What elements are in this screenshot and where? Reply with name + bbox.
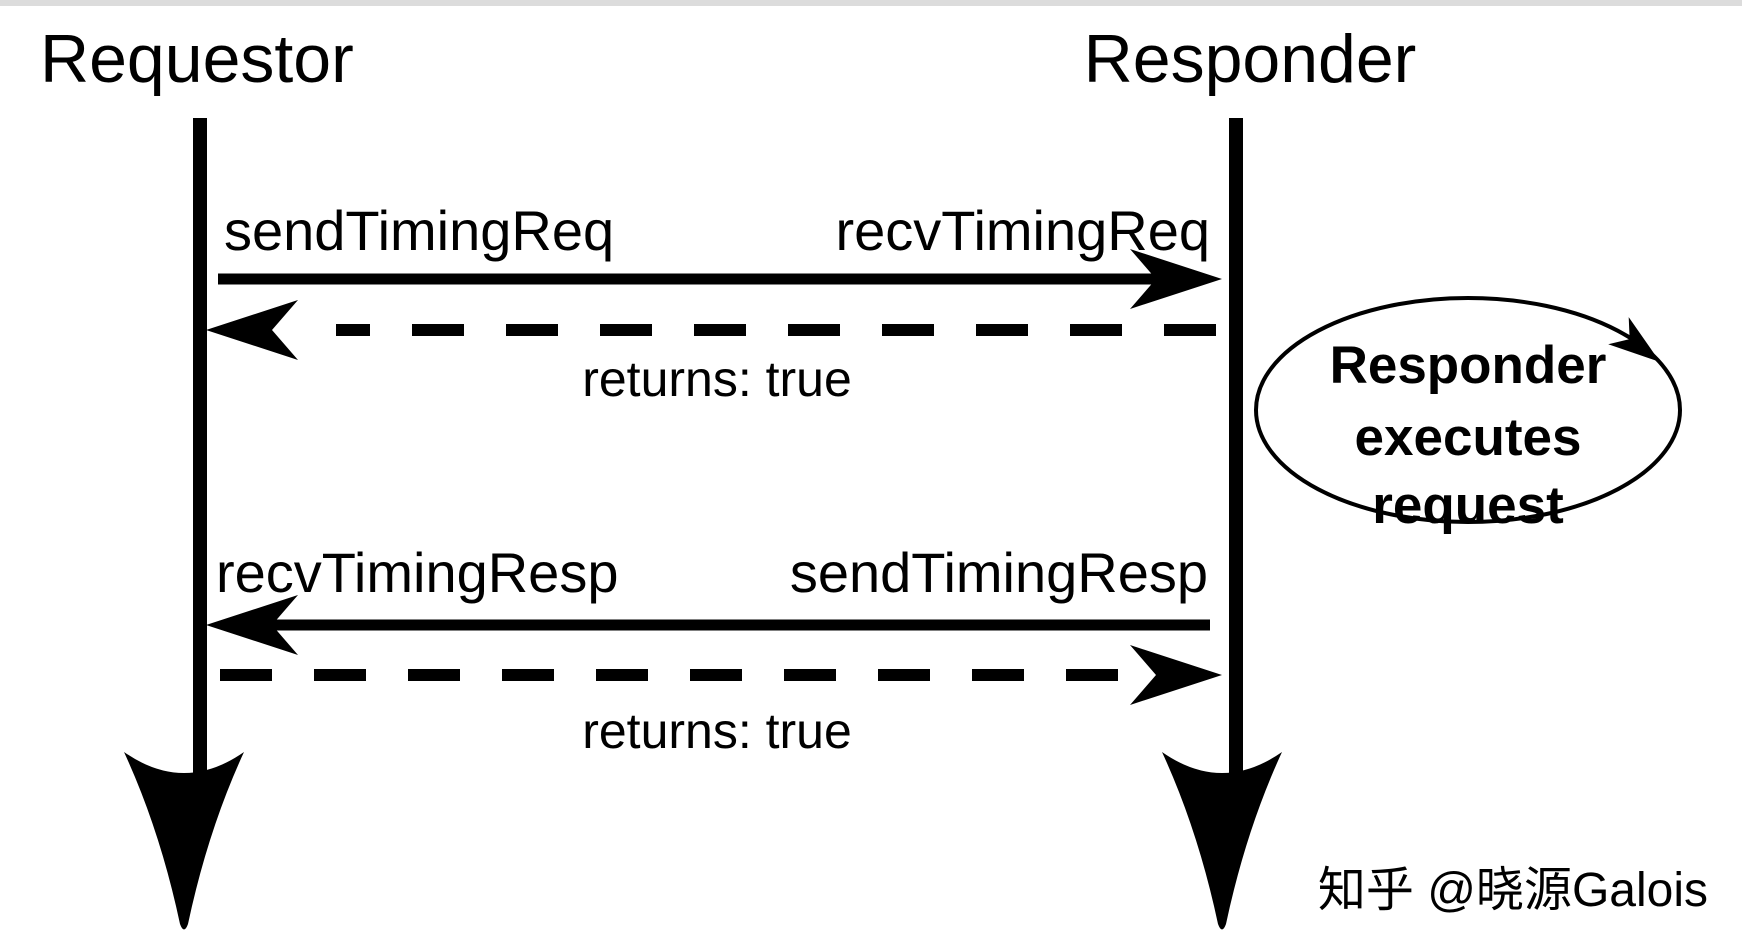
message4-return-label: returns: true — [582, 703, 852, 759]
lifeline-requestor-arrowhead-icon — [124, 752, 244, 930]
watermark-text: 知乎 @晓源Galois — [1318, 864, 1708, 917]
lifeline-responder-arrowhead-icon — [1162, 752, 1282, 930]
message1-arrowhead-right-icon — [1130, 249, 1222, 309]
annotation-line1: Responder — [1330, 336, 1607, 395]
message1-sender-label: sendTimingReq — [224, 199, 614, 262]
annotation-line3: request — [1372, 476, 1563, 535]
message4-arrowhead-right-icon — [1130, 645, 1222, 705]
message1-receiver-label: recvTimingReq — [836, 199, 1210, 262]
message2-return-label: returns: true — [582, 351, 852, 407]
actor-title-requestor: Requestor — [40, 21, 354, 97]
message3-arrowhead-left-icon — [206, 595, 298, 655]
message2-arrowhead-left-icon — [206, 300, 298, 360]
actor-title-responder: Responder — [1084, 21, 1417, 97]
message3-sender-label: sendTimingResp — [790, 541, 1208, 604]
top-edge-artifact — [0, 0, 1742, 6]
loop-arrowhead-icon — [1608, 317, 1660, 362]
annotation-ellipse — [1254, 296, 1682, 524]
annotation-line2: executes — [1355, 408, 1582, 467]
message3-receiver-label: recvTimingResp — [216, 541, 618, 604]
